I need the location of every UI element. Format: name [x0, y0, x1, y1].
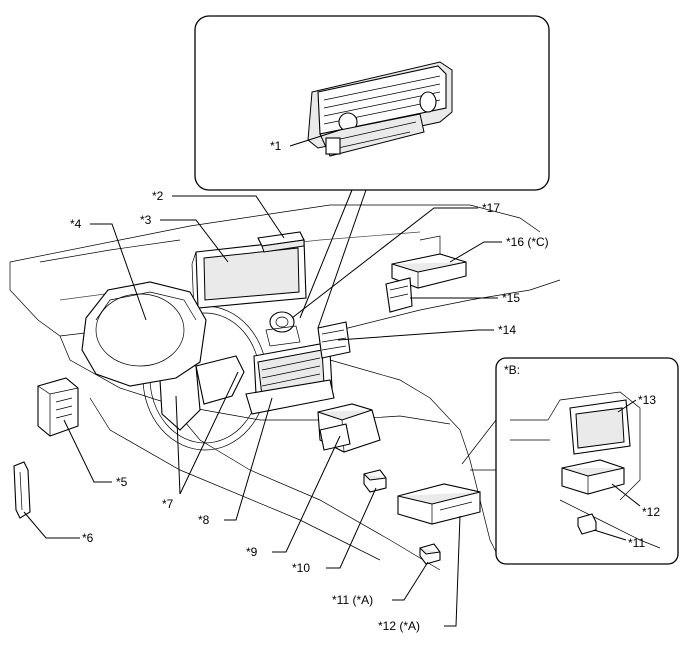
callout-1: *1	[270, 139, 282, 153]
callout-11a: *11 (*A)	[332, 593, 373, 607]
callout-6: *6	[82, 531, 94, 545]
knob-17	[265, 311, 301, 347]
callout-labels: *2 *3 *4 *5 *6 *7 *8 *9 *10 *11 (*A) *12…	[70, 189, 549, 633]
part-6	[13, 461, 31, 519]
combination-meter-4	[81, 281, 207, 387]
callout-7: *7	[162, 497, 174, 511]
callout-5: *5	[116, 475, 128, 489]
callout-17: *17	[482, 201, 500, 215]
module-12-main	[397, 483, 481, 525]
callout-15: *15	[502, 291, 520, 305]
callout-10: *10	[292, 561, 310, 575]
audio-panel-drawing	[307, 61, 453, 157]
ecu-15	[385, 277, 413, 313]
zoom-inset-audio-panel: *1	[194, 15, 550, 191]
inset-b-callout-11: *11	[628, 536, 645, 550]
callout-16: *16 (*C)	[506, 235, 549, 249]
callout-leaders	[23, 195, 502, 627]
callout-2: *2	[152, 189, 164, 203]
instrument-panel-outline	[9, 204, 561, 571]
callout-3: *3	[140, 213, 152, 227]
callout-4: *4	[70, 217, 82, 231]
module-2	[257, 231, 305, 253]
callout-14: *14	[498, 323, 516, 337]
callout-8: *8	[198, 513, 210, 527]
ecu-5	[37, 377, 79, 437]
part-11-main	[419, 543, 441, 565]
inset-b-callout-13: *13	[638, 393, 656, 407]
multi-display-3	[191, 239, 307, 313]
inset-b-rear-seat: *B: *13 *12 *11	[495, 357, 679, 565]
console-unit-9	[317, 403, 381, 453]
inset-b-callout-12: *12	[642, 505, 660, 519]
climate-panel-14	[317, 321, 351, 359]
callout-12a: *12 (*A)	[378, 619, 420, 633]
center-panel-8	[245, 343, 335, 415]
part-10	[363, 469, 387, 493]
callout-9: *9	[246, 545, 258, 559]
inset-b-title: *B:	[504, 363, 520, 377]
